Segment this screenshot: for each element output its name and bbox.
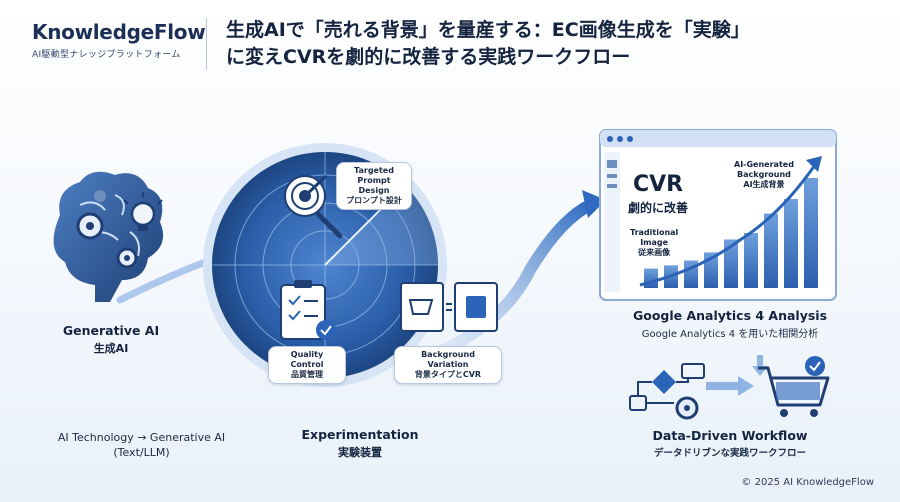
brain-icon xyxy=(53,171,164,302)
cvr-bar xyxy=(644,268,658,288)
cvr-bar xyxy=(804,178,818,288)
quality-control-bubble: Quality Control 品質管理 xyxy=(268,346,346,384)
flow-arrow-2-head xyxy=(582,190,606,218)
background-variation-bubble: Background Variation 背景タイプとCVR xyxy=(394,346,502,384)
cvr-bar xyxy=(724,239,738,288)
trend-arrow-icon xyxy=(806,156,822,172)
flowchart-icon xyxy=(629,363,705,420)
ai-background-label: AI-Generated Background AI生成背景 xyxy=(734,160,794,189)
tech-caption: AI Technology → Generative AI (Text/LLM) xyxy=(57,431,226,459)
clipboard-icon xyxy=(280,280,336,340)
product-compare-icon xyxy=(400,282,498,332)
shopping-cart-icon xyxy=(758,356,830,417)
headline-line-1: 生成AIで「売れる背景」を量産する：EC画像生成を「実験」 xyxy=(226,19,750,41)
cvr-bar-chart xyxy=(644,178,818,288)
cvr-bar xyxy=(764,213,778,288)
ga4-analysis-label: Google Analytics 4 Analysis Google Analy… xyxy=(632,308,828,340)
generative-ai-label: Generative AI 生成AI xyxy=(62,323,160,355)
copyright: © 2025 AI KnowledgeFlow xyxy=(741,477,874,488)
brand-name: KnowledgeFlow xyxy=(32,20,206,44)
target-icon xyxy=(284,174,343,239)
header-divider xyxy=(206,18,207,70)
headline-line-2: に変えCVRを劇的に改善する実践ワークフロー xyxy=(226,46,631,68)
flow-arrow-2 xyxy=(414,199,596,366)
experimentation-label: Experimentation 実験装置 xyxy=(301,427,419,459)
lightbulb-icon xyxy=(123,192,163,231)
brand-tagline: AI駆動型ナレッジプラットフォーム xyxy=(32,50,181,60)
prompt-design-bubble: Targeted Prompt Design プロンプト設計 xyxy=(336,162,412,210)
trend-line xyxy=(639,164,817,287)
cvr-bar xyxy=(744,233,758,288)
traditional-image-label: Traditional Image 従来画像 xyxy=(630,228,679,257)
brand: KnowledgeFlow AI駆動型ナレッジプラットフォーム xyxy=(32,20,206,60)
cvr-heading: CVR 劇的に改善 xyxy=(628,172,689,215)
workflow-label: Data-Driven Workflow データドリブンな実践ワークフロー xyxy=(652,428,808,459)
gear-icon xyxy=(76,190,138,269)
cvr-bar xyxy=(784,199,798,288)
page-title: 生成AIで「売れる背景」を量産する：EC画像生成を「実験」 に変えCVRを劇的に… xyxy=(226,17,876,71)
